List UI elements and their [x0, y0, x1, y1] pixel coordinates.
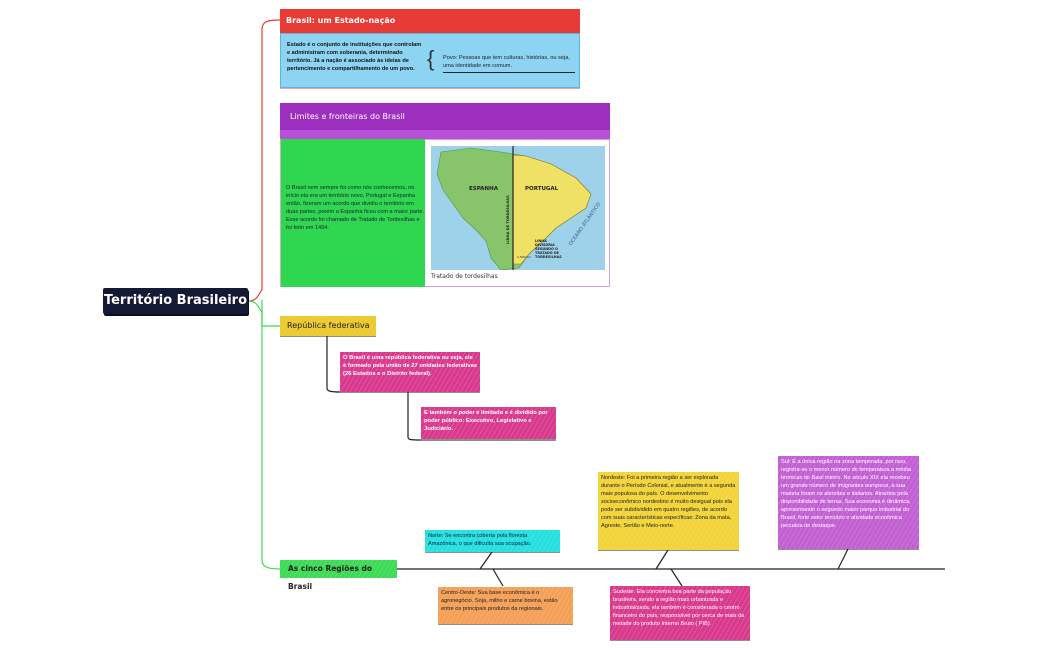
- republica-topic[interactable]: República federativa: [280, 316, 376, 336]
- limites-strip: [280, 130, 610, 139]
- map-caption: Tratado de tordesilhas: [431, 273, 498, 280]
- regiao-norte[interactable]: Norte: Se encontra coberta pela floresta…: [425, 530, 560, 552]
- map-label-espanha: ESPANHA: [469, 186, 499, 192]
- republica-note-1[interactable]: O Brasil é uma república federativa ou s…: [340, 352, 480, 392]
- map-label-linha: LINHA DE TORDESILHAS: [506, 195, 510, 244]
- map-label-scale: 1.500 km: [517, 255, 531, 259]
- limites-note[interactable]: O Brasil nem sempre foi como nós conhece…: [280, 139, 425, 287]
- regiao-nordeste[interactable]: Nordeste: Foi a primeira região a ser ex…: [598, 472, 739, 550]
- map-label-portugal: PORTUGAL: [525, 186, 559, 192]
- regioes-topic[interactable]: As cinco Regiões do Brasil: [280, 560, 397, 591]
- tordesilhas-map-card[interactable]: ESPANHA PORTUGAL LINHA DE TORDESILHAS OC…: [425, 139, 610, 287]
- regiao-sudeste[interactable]: Sudeste: Ela concentra boa parte da popu…: [610, 586, 750, 640]
- limites-topic[interactable]: Limites e fronteiras do Brasil: [280, 103, 610, 130]
- limites-text: O Brasil nem sempre foi como nós conhece…: [286, 185, 425, 231]
- regiao-centro-oeste[interactable]: Centro-Oeste: Sua base econômica é o agr…: [438, 587, 573, 624]
- tordesilhas-map-image: ESPANHA PORTUGAL LINHA DE TORDESILHAS OC…: [431, 146, 605, 270]
- regiao-sul[interactable]: Sul: É a única região na zona temperada,…: [778, 456, 919, 549]
- estado-nacao-note[interactable]: Estado é o conjunto de instituições que …: [280, 33, 580, 88]
- estado-nacao-text: Estado é o conjunto de instituições que …: [287, 42, 422, 72]
- povo-text: Povo: Pessoas que tem culturas, história…: [443, 54, 575, 73]
- republica-note-2[interactable]: E também o poder é limitado e é dividido…: [421, 407, 556, 439]
- brace-icon: {: [427, 46, 435, 71]
- map-label-linha-divisoria: LINHA DIVISÓRIA SEGUNDO O TRATADO DE TOR…: [535, 239, 562, 259]
- estado-nacao-topic[interactable]: Brasil: um Estado-nação: [280, 9, 580, 33]
- root-topic[interactable]: Território Brasileiro: [103, 288, 248, 314]
